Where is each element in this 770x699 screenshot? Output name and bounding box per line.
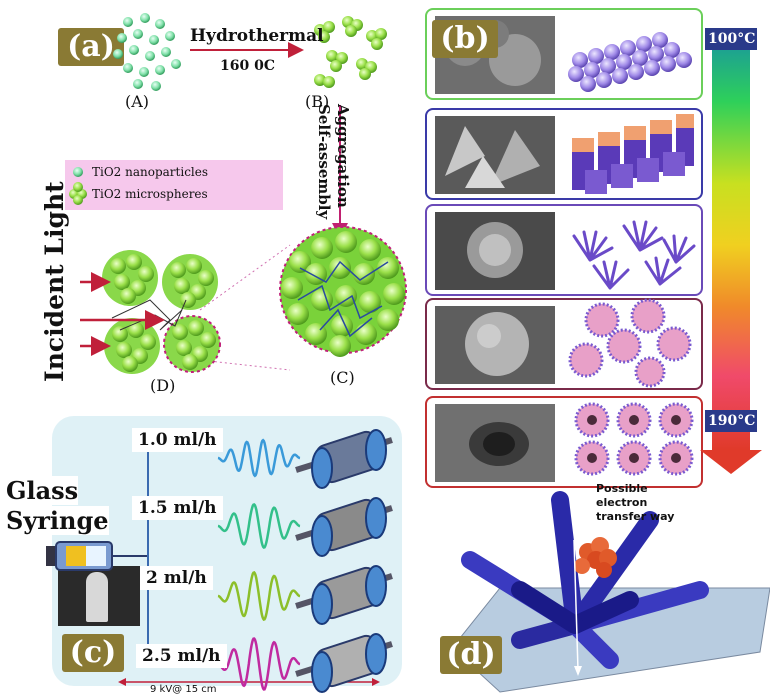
microsphere-clusters-B — [314, 16, 387, 88]
panel-c-label: (c) — [62, 634, 124, 672]
legend-microspheres-label: TiO2 microspheres — [92, 187, 208, 201]
hydrothermal-label: Hydrothermal — [190, 26, 324, 46]
flow-rate-1: 1.0 ml/h — [132, 428, 223, 452]
model-flowers-row3 — [572, 220, 696, 290]
fiber-wave-4 — [217, 637, 301, 691]
temperature-label: 160 0C — [220, 58, 275, 74]
flow-rate-3: 2 ml/h — [140, 566, 213, 590]
model-rods-row2 — [572, 114, 694, 194]
label-A: (A) — [125, 92, 150, 111]
electron-cluster — [574, 537, 617, 578]
label-B: (B) — [305, 92, 330, 111]
substrate — [451, 587, 770, 693]
temp-bottom-label: 190°C — [708, 413, 756, 429]
model-spheres-row1 — [568, 32, 692, 92]
model-urchins-row4 — [568, 298, 692, 388]
legend-nanoparticles-label: TiO2 nanoparticles — [92, 165, 209, 179]
fiber-wave-1 — [217, 438, 301, 478]
electron-note-line3: transfer way — [596, 510, 675, 523]
electron-path — [573, 539, 579, 671]
panel-a-label: (a) — [58, 28, 124, 66]
label-D: (D) — [150, 376, 176, 395]
legend-nanoparticle-icon — [73, 167, 83, 177]
temperature-gradient-bar — [712, 40, 750, 450]
microsphere-group-D — [102, 250, 221, 374]
sem-frame-5 — [425, 396, 703, 488]
legend-box — [65, 160, 283, 210]
large-microsphere-C — [279, 226, 407, 357]
temp-top-badge — [705, 28, 757, 50]
voltage-label: 9 kV@ 15 cm — [150, 684, 217, 695]
flow-rate-4: 2.5 ml/h — [136, 644, 227, 668]
electron-note-line1: Possible — [596, 482, 648, 495]
model-hollow-urchins-row5 — [574, 402, 694, 476]
electron-note-line2: electron — [596, 496, 648, 509]
nanoparticles-cluster-A — [113, 13, 181, 91]
nanorod-array — [461, 491, 709, 669]
fiber-wave-2 — [217, 503, 301, 549]
legend-microsphere-icon — [69, 182, 87, 205]
collector-drums — [295, 429, 393, 693]
flow-rate-2: 1.5 ml/h — [132, 496, 223, 520]
glass-label: Glass — [6, 476, 79, 505]
label-C: (C) — [330, 368, 355, 387]
lab-photo — [58, 566, 140, 626]
temp-bottom-badge — [705, 410, 757, 432]
panel-b-label: (b) — [432, 20, 498, 58]
panel-d-label: (d) — [440, 636, 502, 674]
syringe-icon — [46, 541, 148, 571]
fiber-waves — [217, 438, 301, 691]
temperature-arrow-head — [700, 450, 762, 474]
syringe-label: Syringe — [6, 506, 109, 535]
temp-top-label: 100°C — [708, 31, 756, 47]
fiber-wave-3 — [217, 571, 301, 621]
